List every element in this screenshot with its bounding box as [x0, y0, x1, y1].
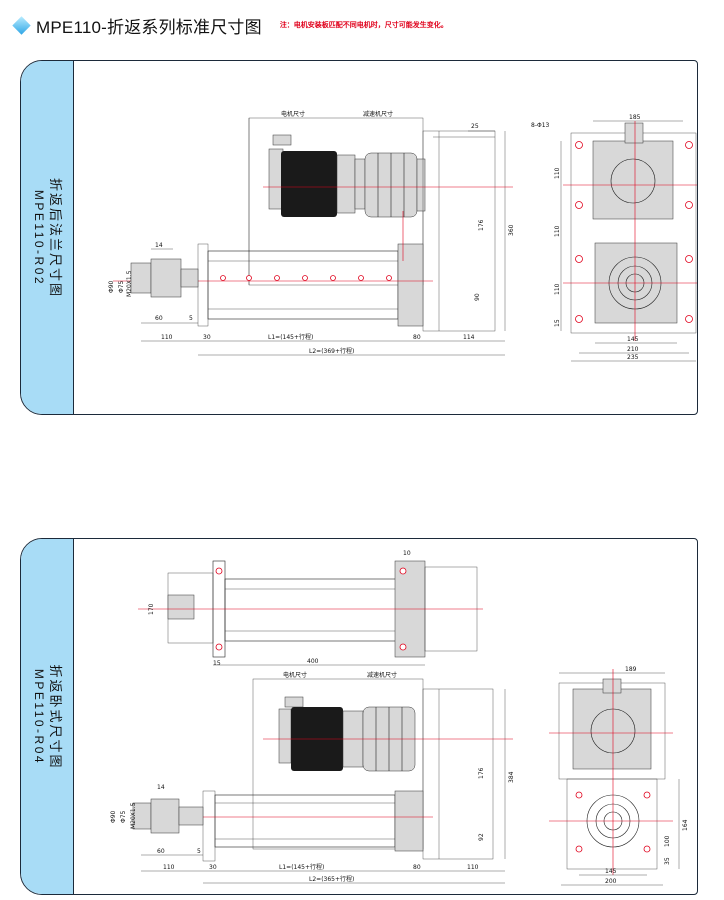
svg-text:176: 176 [478, 219, 485, 231]
svg-text:145: 145 [605, 868, 617, 875]
svg-text:189: 189 [625, 666, 637, 673]
svg-text:减速机尺寸: 减速机尺寸 [367, 671, 397, 679]
svg-text:L2=(369+行程): L2=(369+行程) [309, 347, 354, 355]
svg-text:176: 176 [478, 767, 485, 779]
panel-tab-text: 折返后法兰尺寸图 MPE110-R02 [31, 177, 63, 297]
motor-body [281, 151, 337, 217]
svg-text:Φ90: Φ90 [108, 280, 115, 293]
rod-end [150, 258, 182, 298]
svg-text:35: 35 [664, 857, 671, 865]
drawing-horizontal: 10 170 15 400 电机尺寸 减速机尺寸 176 384 92 14 [110, 550, 689, 886]
svg-text:200: 200 [605, 878, 617, 885]
actuator-top-view [224, 578, 406, 642]
svg-text:8-Φ13: 8-Φ13 [531, 122, 550, 129]
svg-text:60: 60 [155, 315, 163, 322]
panel-code: MPE110-R02 [32, 189, 46, 286]
svg-text:25: 25 [471, 123, 479, 130]
motor-flange-circle [610, 158, 656, 204]
svg-text:M20X1.5: M20X1.5 [130, 802, 137, 829]
svg-text:235: 235 [627, 354, 639, 361]
panel-horizontal: 折返卧式尺寸图 MPE110-R04 10 170 15 400 电机尺寸 减速… [20, 538, 698, 895]
svg-text:114: 114 [463, 334, 475, 341]
svg-text:30: 30 [209, 864, 217, 871]
svg-text:110: 110 [163, 864, 175, 871]
svg-text:110: 110 [467, 864, 479, 871]
panel-cn-title: 折返卧式尺寸图 [48, 663, 63, 770]
svg-text:15: 15 [554, 319, 561, 327]
label-reducer: 减速机尺寸 [363, 110, 393, 118]
svg-text:110: 110 [554, 167, 561, 179]
panel-rear-flange: 折返后法兰尺寸图 MPE110-R02 电机尺寸 减速机尺寸 25 176 36… [20, 60, 698, 415]
rod-end [150, 798, 180, 834]
svg-text:384: 384 [508, 771, 515, 783]
page-title: MPE110-折返系列标准尺寸图 [36, 17, 262, 37]
svg-text:80: 80 [413, 334, 421, 341]
svg-text:164: 164 [682, 819, 689, 831]
panel-tab: 折返卧式尺寸图 MPE110-R04 [21, 539, 74, 894]
svg-text:5: 5 [189, 315, 193, 322]
svg-text:100: 100 [664, 835, 671, 847]
panel-code: MPE110-R04 [32, 668, 46, 765]
svg-text:14: 14 [155, 242, 163, 249]
svg-text:Φ75: Φ75 [120, 810, 127, 823]
page-note: 注：电机安装板匹配不同电机时，尺寸可能发生变化。 [279, 22, 448, 29]
svg-text:L1=(145+行程): L1=(145+行程) [279, 863, 324, 871]
panel-cn-title: 折返后法兰尺寸图 [48, 177, 63, 298]
svg-text:400: 400 [307, 658, 319, 665]
svg-text:170: 170 [148, 603, 155, 615]
svg-text:10: 10 [403, 550, 411, 557]
svg-text:110: 110 [161, 334, 173, 341]
label-motor: 电机尺寸 [281, 110, 305, 118]
svg-text:电机尺寸: 电机尺寸 [283, 671, 307, 679]
svg-text:5: 5 [197, 848, 201, 855]
svg-text:145: 145 [627, 336, 639, 343]
svg-text:110: 110 [554, 283, 561, 295]
svg-text:L1=(145+行程): L1=(145+行程) [268, 333, 313, 341]
svg-text:60: 60 [157, 848, 165, 855]
end-view-bottom [566, 778, 658, 870]
svg-text:80: 80 [413, 864, 421, 871]
svg-text:185: 185 [629, 114, 641, 121]
svg-text:14: 14 [157, 784, 165, 791]
svg-text:360: 360 [508, 224, 515, 236]
motor-connector [272, 134, 292, 146]
svg-text:Φ75: Φ75 [118, 280, 125, 293]
svg-text:M20X1.5: M20X1.5 [126, 270, 133, 297]
svg-text:30: 30 [203, 334, 211, 341]
svg-text:15: 15 [213, 660, 221, 667]
svg-text:92: 92 [478, 833, 485, 841]
svg-text:L2=(365+行程): L2=(365+行程) [309, 875, 354, 883]
svg-text:110: 110 [554, 225, 561, 237]
drawing-rear-flange: 电机尺寸 减速机尺寸 25 176 360 90 [108, 110, 697, 362]
svg-text:210: 210 [627, 346, 639, 353]
belt-housing [422, 130, 496, 332]
page-header: MPE110-折返系列标准尺寸图 注：电机安装板匹配不同电机时，尺寸可能发生变化… [12, 10, 448, 40]
svg-text:Φ90: Φ90 [110, 810, 117, 823]
svg-text:90: 90 [474, 293, 481, 301]
panel-tab-text: 折返卧式尺寸图 MPE110-R04 [31, 664, 63, 769]
panel-tab: 折返后法兰尺寸图 MPE110-R02 [21, 61, 74, 414]
diamond-icon [12, 15, 31, 35]
